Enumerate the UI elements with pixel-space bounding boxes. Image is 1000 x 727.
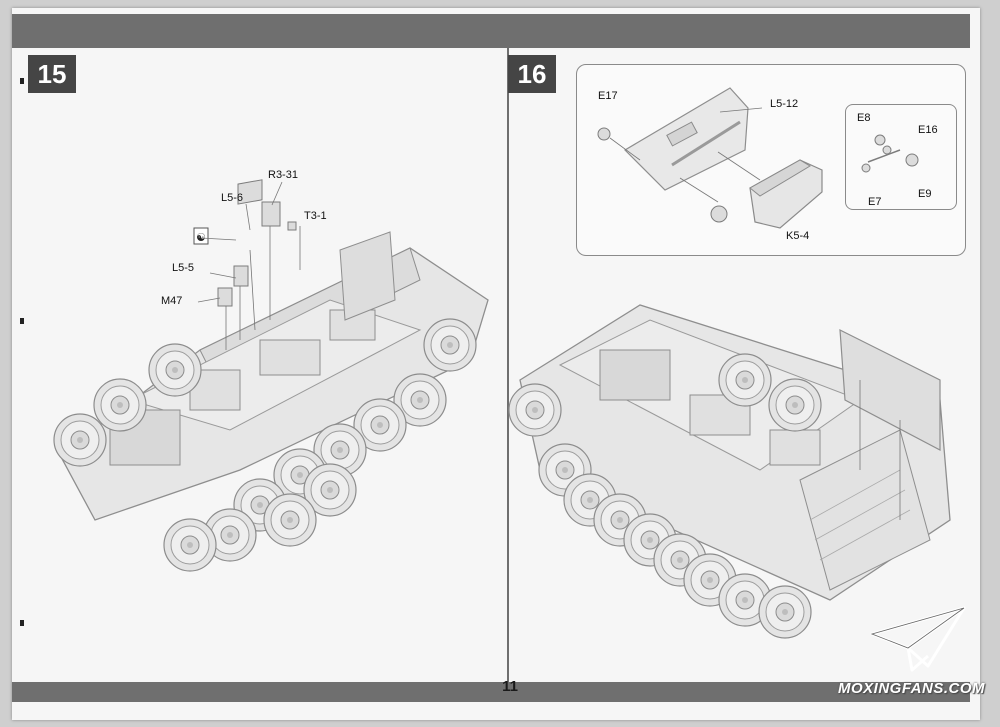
part-label-e17: E17 [598, 90, 618, 102]
binding-mark [20, 78, 24, 84]
step-16-inset [845, 104, 957, 210]
bottom-band [12, 682, 970, 702]
part-label-e9: E9 [918, 188, 932, 200]
part-label-e16: E16 [918, 124, 938, 136]
top-band [12, 14, 970, 48]
step-16-hull-drawing [508, 304, 951, 639]
part-label-m47: M47 [161, 295, 183, 307]
part-label-l5-6: L5-6 [221, 192, 244, 204]
step-16-badge: 16 [508, 55, 556, 93]
page-number: 11 [502, 678, 518, 695]
part-label-e8: E8 [857, 112, 871, 124]
part-label-k5-4: K5-4 [786, 230, 810, 242]
part-label-e7: E7 [868, 196, 882, 208]
svg-text:☯: ☯ [196, 231, 206, 244]
part-label-l5-5: L5-5 [172, 262, 195, 274]
binding-mark [20, 318, 24, 324]
part-label-r3-31: R3-31 [268, 169, 298, 181]
page-divider [507, 48, 509, 682]
step-15-hull-drawing: ☯ [53, 179, 489, 572]
step-15-badge: 15 [28, 55, 76, 93]
watermark-text: MOXINGFANS.COM [838, 680, 986, 697]
binding-mark [20, 620, 24, 626]
part-label-t3-1: T3-1 [304, 210, 327, 222]
part-label-l5-12: L5-12 [770, 98, 799, 110]
paper-plane-logo-icon [870, 606, 966, 672]
